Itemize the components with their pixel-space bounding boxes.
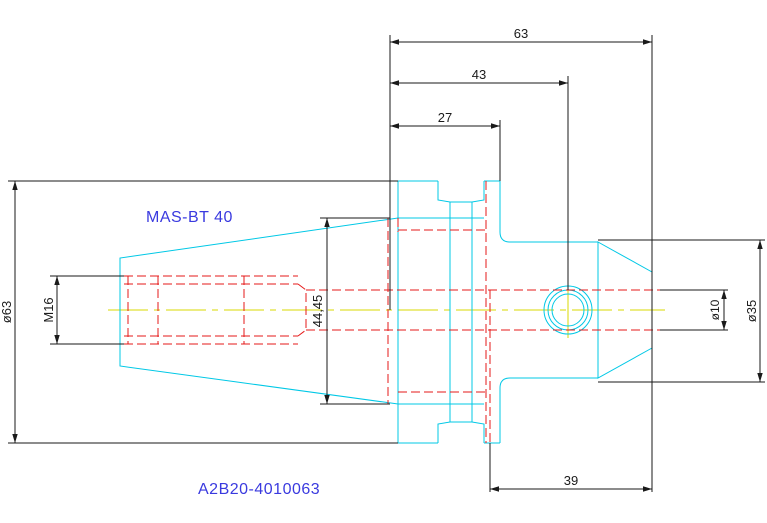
- dim-label-63: 63: [514, 26, 528, 41]
- v-groove-top: [437, 181, 485, 203]
- thread-bore-end: [297, 283, 307, 337]
- cross-hole-inner: [551, 293, 585, 327]
- v-groove-bottom: [437, 421, 485, 443]
- dim-label-dia35: ø35: [744, 300, 759, 322]
- body-top-with-fillet: [499, 231, 598, 243]
- drawing-title: MAS-BT 40: [146, 209, 233, 226]
- hidden-lines: [124, 181, 660, 443]
- dim-label-43: 43: [472, 67, 486, 82]
- taper-shank: [119, 217, 399, 405]
- dim-label-4445: 44,45: [310, 295, 325, 328]
- body-bottom-with-fillet: [499, 377, 598, 389]
- dimension-labels: 63 43 27 39 ø63 M16 44,45 ø35 ø10: [0, 26, 759, 488]
- part-number: A2B20-4010063: [198, 481, 320, 498]
- dim-label-dia10: ø10: [708, 299, 722, 320]
- dim-label-39: 39: [564, 473, 578, 488]
- dim-label-27: 27: [438, 110, 452, 125]
- dim-label-dia63: ø63: [0, 301, 14, 323]
- centerlines: [108, 282, 665, 338]
- dim-label-m16: M16: [41, 297, 56, 322]
- dimensions: [8, 35, 765, 492]
